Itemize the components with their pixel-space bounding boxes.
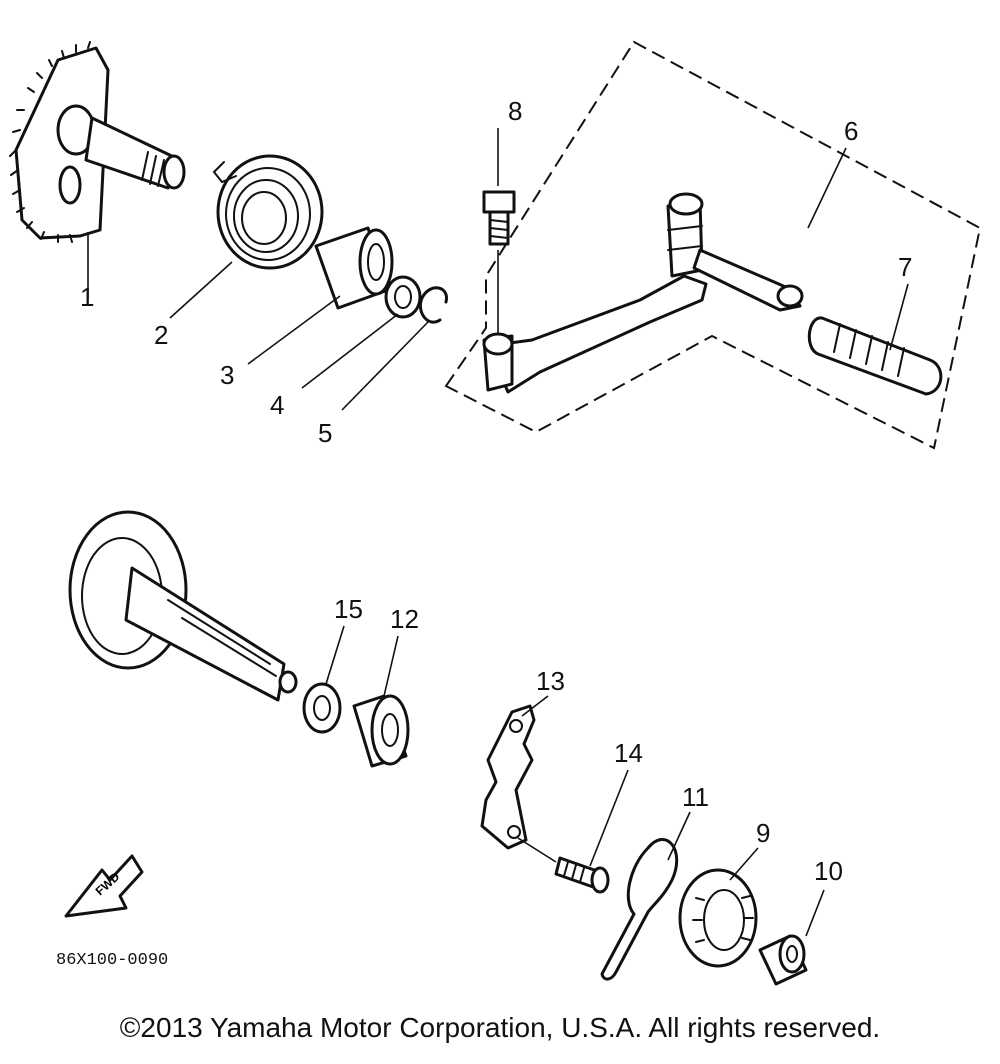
callout-12: 12 xyxy=(390,604,419,634)
callout-9: 9 xyxy=(756,818,770,848)
part-11-spring-clip xyxy=(600,811,691,981)
part-2-torsion-spring xyxy=(169,154,324,319)
callout-14: 14 xyxy=(614,738,643,768)
part-15-washer xyxy=(302,625,345,734)
callout-5: 5 xyxy=(318,418,332,448)
callout-8: 8 xyxy=(508,96,522,126)
kick-axle xyxy=(68,510,298,702)
part-3-collar xyxy=(247,226,394,365)
part-6-kick-crank-assembly xyxy=(444,40,982,450)
part-7-kick-grip xyxy=(807,283,943,396)
callout-1: 1 xyxy=(80,282,94,312)
fwd-arrow-icon: FWD xyxy=(64,854,144,918)
callout-6: 6 xyxy=(844,116,858,146)
part-1-kick-gear-shaft xyxy=(9,41,186,298)
part-10-bushing xyxy=(758,889,825,986)
part-13-plate xyxy=(480,695,557,863)
part-4-washer xyxy=(301,275,422,389)
part-5-circlip xyxy=(341,286,448,411)
part-8-bolt xyxy=(482,128,516,334)
part-14-screw xyxy=(554,769,629,894)
callout-10: 10 xyxy=(814,856,843,886)
copyright-notice: ©2013 Yamaha Motor Corporation, U.S.A. A… xyxy=(119,1012,881,1043)
part-12-collar xyxy=(352,635,410,768)
callout-3: 3 xyxy=(220,360,234,390)
diagram-code: 86X100-0090 xyxy=(56,951,168,970)
callout-11: 11 xyxy=(682,782,709,812)
callout-2: 2 xyxy=(154,320,168,350)
callout-4: 4 xyxy=(270,390,284,420)
callout-13: 13 xyxy=(536,666,565,696)
part-9-kick-gear xyxy=(678,847,759,968)
callout-7: 7 xyxy=(898,252,912,282)
callout-15: 15 xyxy=(334,594,363,624)
